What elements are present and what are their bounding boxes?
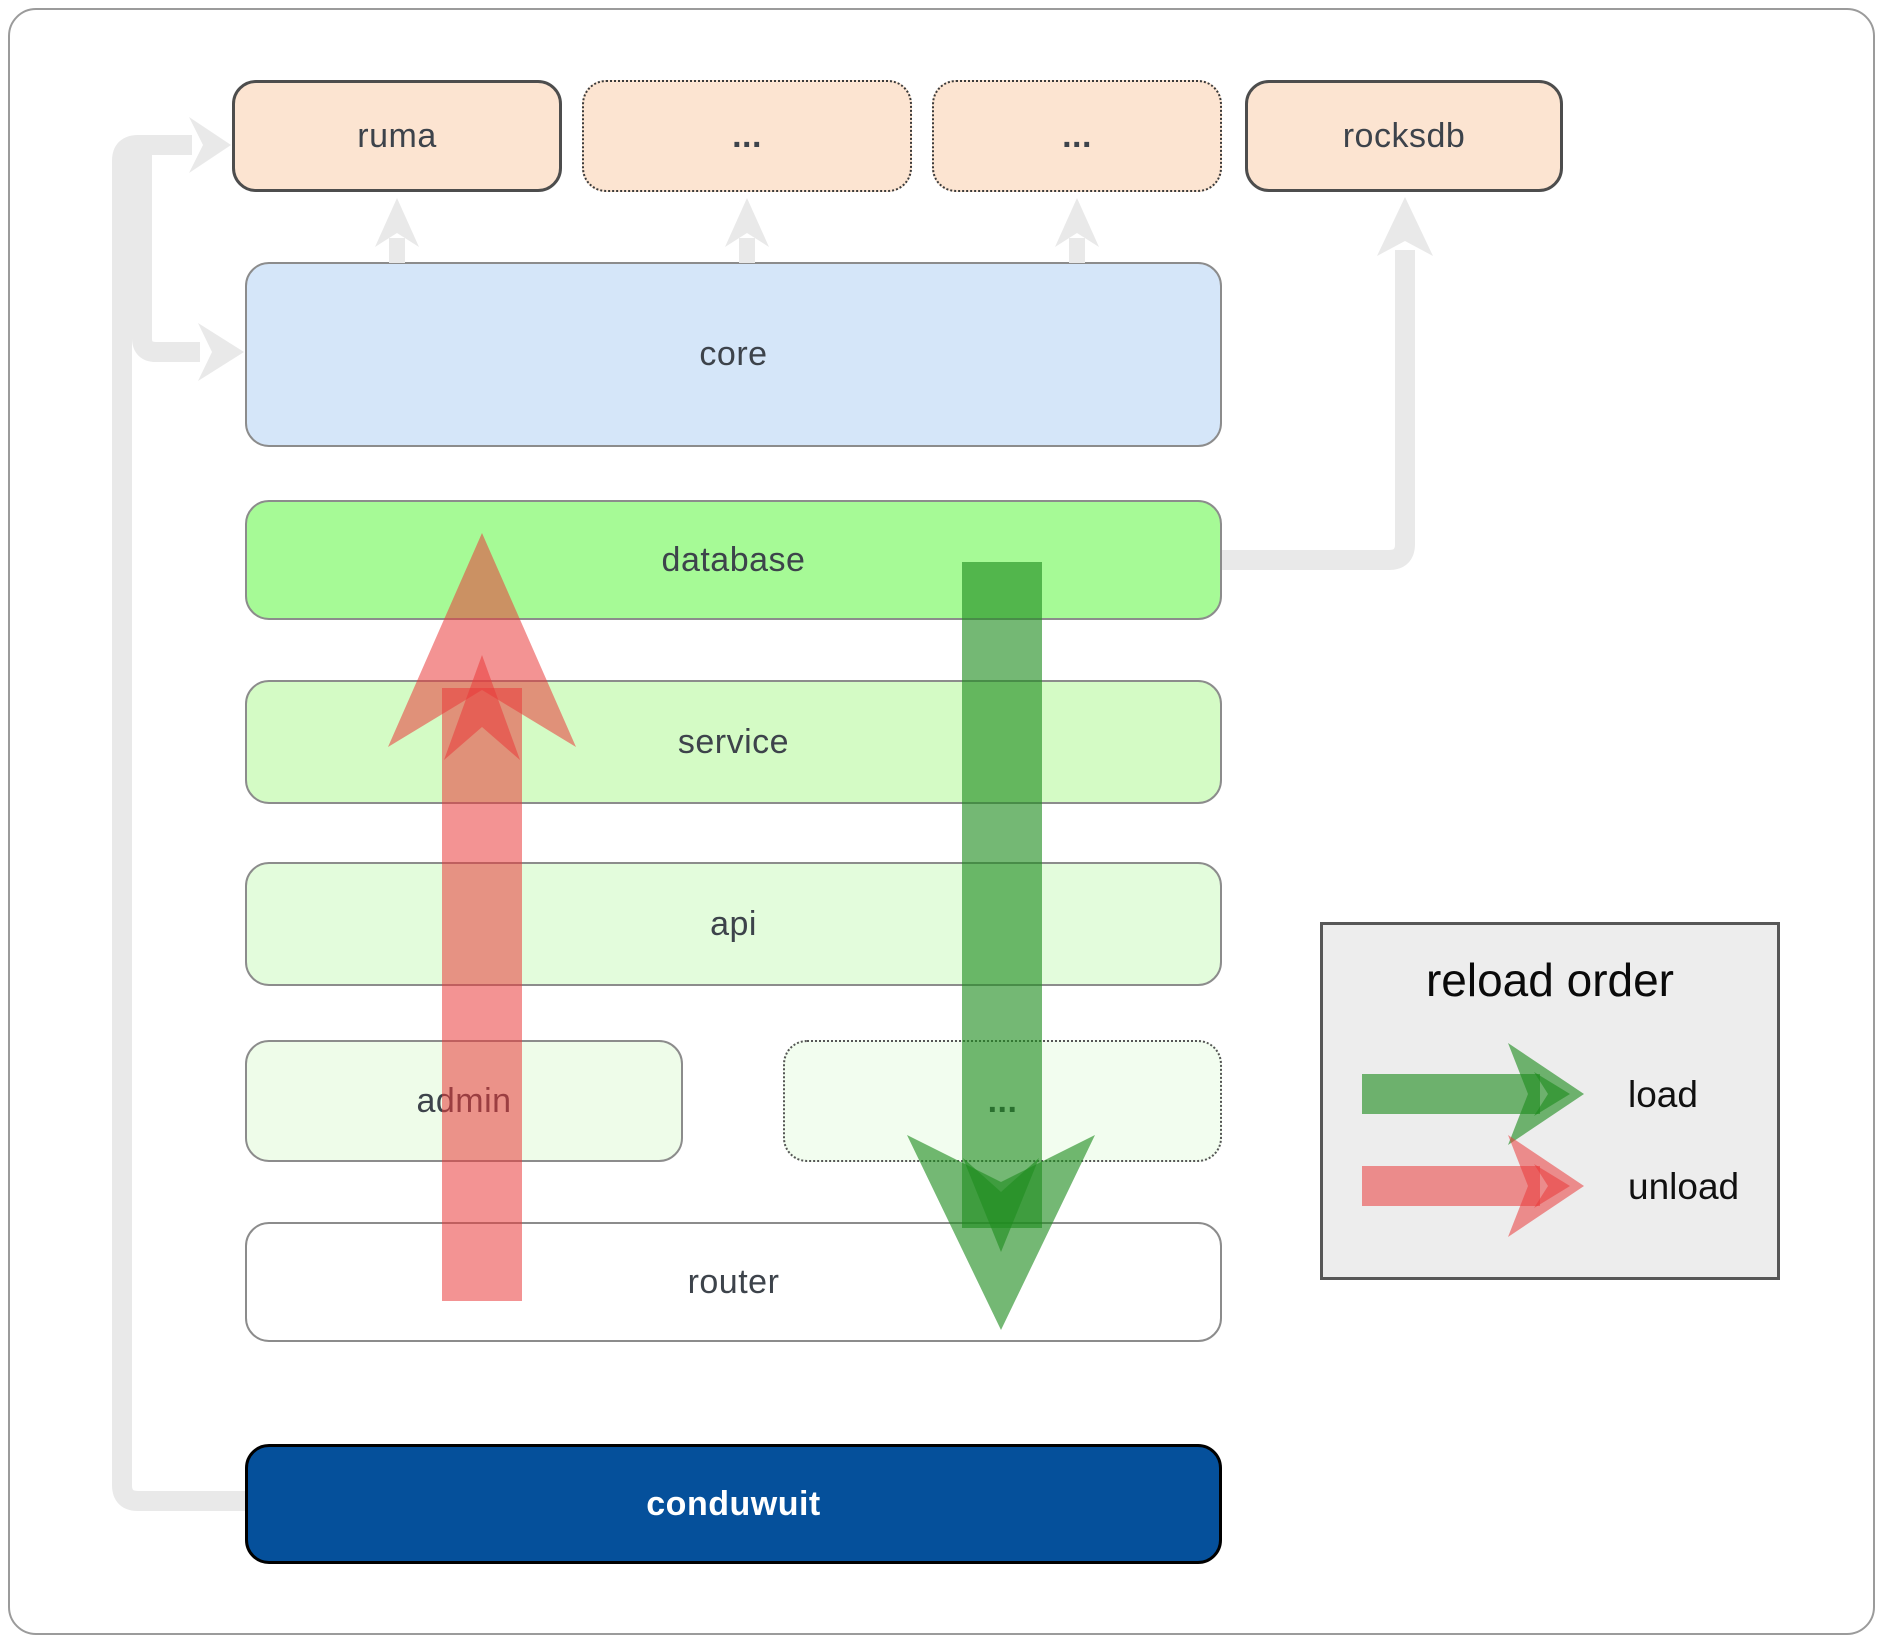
ellipsis-box-1: ... — [582, 80, 912, 192]
ellipsis-label-1: ... — [732, 116, 762, 155]
ellipsis-label-3: ... — [987, 1081, 1018, 1120]
core-label: core — [699, 335, 768, 373]
core-box: core — [245, 262, 1222, 447]
ellipsis-box-2: ... — [932, 80, 1222, 192]
service-label: service — [677, 722, 790, 761]
admin-label: admin — [416, 1081, 512, 1120]
database-box: database — [245, 500, 1222, 620]
service-box: service — [245, 680, 1222, 804]
router-box: router — [245, 1222, 1222, 1342]
legend-load-label: load — [1628, 1074, 1698, 1115]
rocksdb-box: rocksdb — [1245, 80, 1563, 192]
legend-title: reload order — [1425, 954, 1675, 1006]
rocksdb-label: rocksdb — [1342, 116, 1466, 155]
conduwuit-box: conduwuit — [245, 1444, 1222, 1564]
legend: reload order — [1320, 922, 1780, 1280]
database-label: database — [661, 540, 806, 579]
conduwuit-label: conduwuit — [646, 1484, 821, 1523]
diagram-frame — [8, 8, 1875, 1635]
ellipsis-label-2: ... — [1062, 116, 1092, 155]
ruma-box: ruma — [232, 80, 562, 192]
admin-box: admin — [245, 1040, 683, 1162]
router-label: router — [687, 1262, 780, 1301]
ruma-label: ruma — [357, 116, 437, 155]
api-box: api — [245, 862, 1222, 986]
api-label: api — [710, 904, 757, 943]
ellipsis-box-3: ... — [783, 1040, 1222, 1162]
legend-unload-label: unload — [1628, 1166, 1740, 1207]
